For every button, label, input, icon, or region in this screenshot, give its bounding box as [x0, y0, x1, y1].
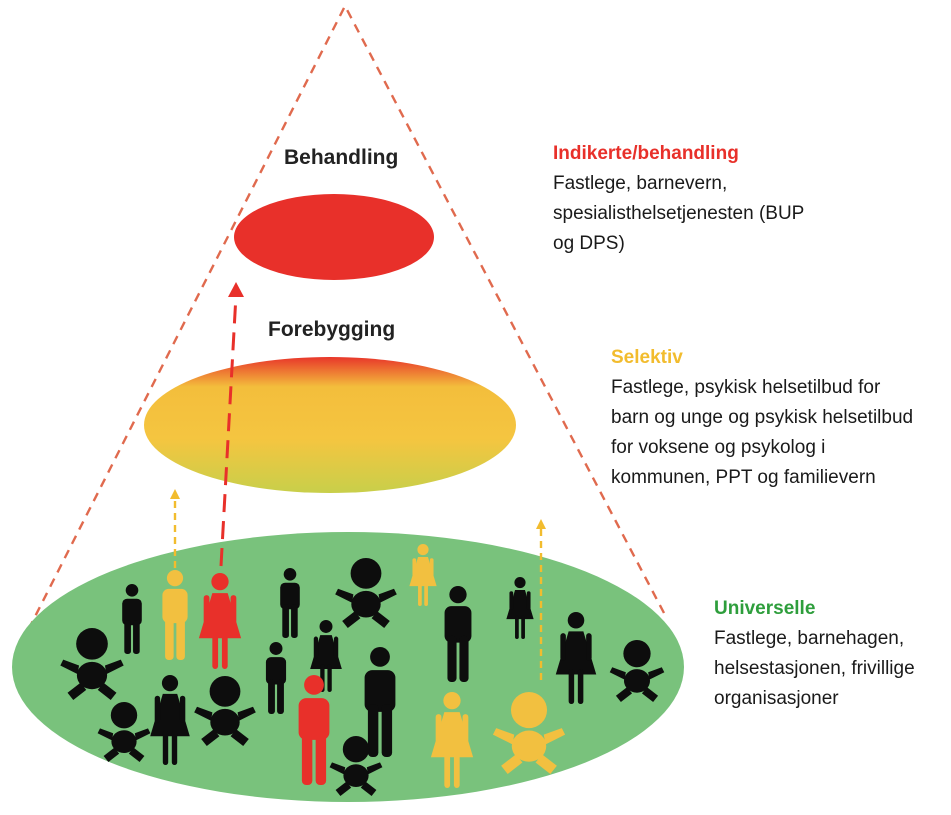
tier-universal-line: helsestasjonen, frivillige	[714, 658, 915, 679]
woman-icon	[310, 620, 342, 692]
woman-icon	[198, 573, 242, 669]
person-icon	[280, 568, 300, 638]
level-title-prevention: Forebygging	[268, 318, 396, 341]
arrow-yellow-left	[170, 489, 180, 568]
baby-icon	[609, 640, 665, 702]
level-title-treatment: Behandling	[284, 146, 399, 169]
woman-icon	[555, 612, 597, 704]
tier-selective: Selektiv Fastlege, psykisk helsetilbud f…	[611, 343, 913, 493]
arrow-yellow-right	[536, 519, 546, 680]
baby-icon	[97, 702, 151, 762]
pyramid-outline	[12, 3, 666, 659]
population-figures	[60, 544, 665, 796]
tier-universal-line: Fastlege, barnehagen,	[714, 628, 905, 649]
tier-indicated-line: og DPS)	[553, 233, 625, 254]
tier-indicated-heading: Indikerte/behandling	[553, 143, 739, 164]
treatment-oval	[234, 194, 434, 280]
baby-icon	[335, 558, 397, 628]
baby-icon	[60, 628, 124, 700]
tier-selective-heading: Selektiv	[611, 347, 683, 368]
person-icon	[122, 584, 142, 654]
woman-icon	[506, 577, 534, 639]
tier-indicated-line: Fastlege, barnevern,	[553, 173, 728, 194]
tier-indicated: Indikerte/behandling Fastlege, barnevern…	[553, 139, 804, 259]
tier-selective-line: for voksene og psykolog i	[611, 437, 826, 458]
tier-indicated-line: spesialisthelsetjenesten (BUP	[553, 203, 805, 224]
tier-universal-line: organisasjoner	[714, 688, 839, 709]
person-icon	[364, 647, 396, 757]
tier-selective-line: Fastlege, psykisk helsetilbud for	[611, 377, 881, 398]
woman-icon	[150, 675, 190, 765]
person-icon	[162, 570, 188, 660]
tier-selective-line: barn og unge og psykisk helsetilbud	[611, 407, 914, 428]
tier-universal: Universelle Fastlege, barnehagen, helses…	[714, 594, 915, 714]
person-icon	[298, 675, 330, 785]
baby-icon	[194, 676, 256, 746]
baby-icon	[492, 692, 566, 774]
tier-selective-line: kommunen, PPT og familievern	[611, 467, 876, 488]
person-icon	[444, 586, 472, 682]
woman-icon	[430, 692, 474, 788]
arrow-red-to-treatment	[219, 282, 244, 567]
baby-icon	[329, 736, 383, 796]
woman-icon	[409, 544, 437, 606]
tier-universal-heading: Universelle	[714, 598, 816, 619]
prevention-oval	[144, 357, 516, 493]
person-icon	[265, 642, 287, 714]
